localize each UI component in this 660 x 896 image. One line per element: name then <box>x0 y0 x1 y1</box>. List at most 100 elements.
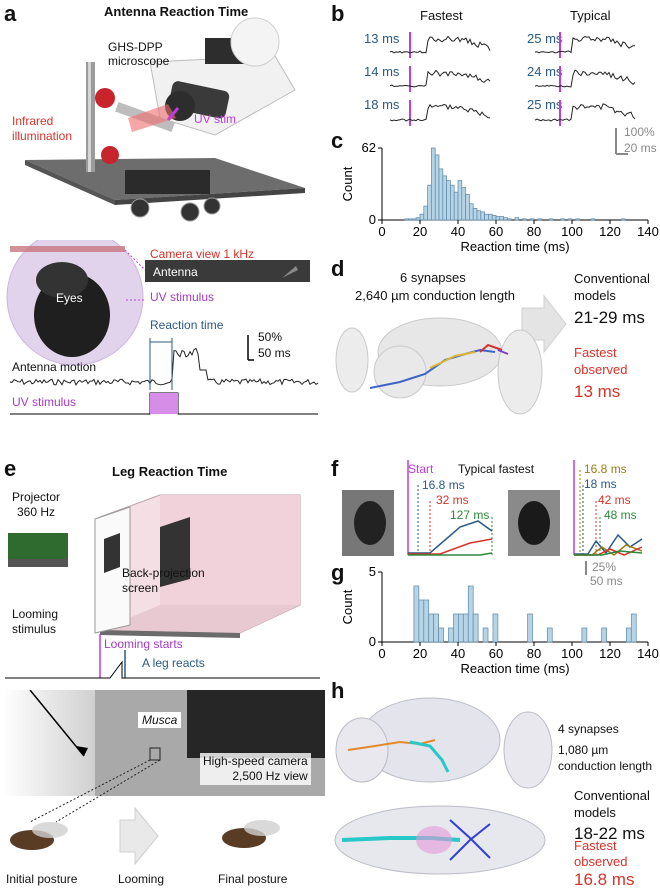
histogram-bar <box>423 205 428 221</box>
brain-d-illustration <box>335 294 567 415</box>
histogram-bar <box>458 613 464 643</box>
x-tick-label: 0 <box>378 224 385 239</box>
looming-trace <box>5 634 320 679</box>
histogram-bar <box>484 213 489 221</box>
infrared-label: Infrared illumination <box>12 114 73 143</box>
histogram-bar <box>412 218 417 221</box>
histogram-bar <box>438 627 444 643</box>
panel-h-label: h <box>331 678 345 703</box>
histogram-bar <box>438 168 444 221</box>
conventional-h: Conventional models <box>574 788 650 820</box>
synapses-h: 4 synapses <box>558 722 619 736</box>
histogram-bar <box>461 187 466 221</box>
leg-reacts-label: A leg reacts <box>142 656 205 670</box>
x-tick-label: 140 <box>637 224 659 239</box>
fastest-time-1: 14 ms <box>364 64 400 79</box>
histogram-bar <box>529 218 535 221</box>
histogram-bar <box>427 184 432 221</box>
histogram-bar <box>408 218 413 221</box>
panel-c-label: c <box>331 128 344 153</box>
histogram-bar <box>465 194 470 221</box>
histogram-bar <box>462 613 469 643</box>
fastest-time-2: 18 ms <box>364 97 400 112</box>
x-tick-label: 120 <box>599 646 621 661</box>
panel-f-label: f <box>331 456 339 481</box>
histogram-bar <box>621 218 626 221</box>
histogram-bar <box>453 613 459 643</box>
trace-line <box>534 69 636 88</box>
conventional-value-d: 21-29 ms <box>574 308 645 327</box>
y-axis-label: Count <box>340 589 355 624</box>
panel-e-title: Leg Reaction Time <box>112 464 228 479</box>
antenna-motion-label: Antenna motion <box>12 360 97 374</box>
eyes-label: Eyes <box>56 291 83 305</box>
scale-pct-f: 25% <box>592 560 617 574</box>
scale-pct-a: 50% <box>258 330 283 344</box>
histogram-bar <box>457 180 463 221</box>
x-tick-label: 80 <box>527 646 541 661</box>
panel-d-label: d <box>331 256 345 281</box>
histogram-bar <box>428 613 435 643</box>
camera-annotations <box>10 690 280 866</box>
histogram-bar <box>507 218 512 221</box>
antenna-trace <box>9 335 319 415</box>
trace-line <box>534 36 635 54</box>
typical-fastest-label: Typical fastest <box>458 462 535 476</box>
x-tick-label: 40 <box>451 224 465 239</box>
backproj-label: Back-projection screen <box>122 566 205 595</box>
trace-line <box>389 69 491 88</box>
y-tick-label: 5 <box>369 564 376 579</box>
histogram-bar <box>546 627 553 643</box>
x-tick-label: 60 <box>489 646 503 661</box>
y-tick-label: 0 <box>369 634 376 649</box>
histogram-bar <box>433 613 439 643</box>
panel-a-title: Antenna Reaction Time <box>104 4 249 19</box>
microscope-label: GHS-DPP microscope <box>108 40 170 68</box>
histogram-bar <box>431 147 436 221</box>
scale-bar-b <box>615 128 628 155</box>
f-left-time-1: 32 ms <box>436 493 469 507</box>
histogram-bar <box>548 218 554 221</box>
trace-line <box>389 35 491 54</box>
panel-b-traces <box>389 32 636 126</box>
histogram-bar <box>503 217 508 221</box>
panel-f-traces <box>342 460 643 575</box>
histogram-bar <box>522 218 527 221</box>
conventional-value-h: 18-22 ms <box>574 824 645 843</box>
reaction-time-label: Reaction time <box>150 318 224 332</box>
panel-e-label: e <box>4 456 17 481</box>
conduction-d: 2,640 µm conduction length <box>355 288 515 303</box>
uv-stimulus-trace-label: UV stimulus <box>12 395 77 409</box>
x-axis-label: Reaction time (ms) <box>460 661 569 676</box>
looming-starts-label: Looming starts <box>104 637 183 651</box>
fastest-value-d: 13 ms <box>574 382 621 401</box>
histogram-bar <box>419 213 425 221</box>
typical-time-0: 25 ms <box>527 31 563 46</box>
f-left-time-2: 127 ms <box>450 508 490 522</box>
histogram-bar <box>625 627 632 643</box>
fastest-heading: Fastest <box>420 8 463 23</box>
histogram-bar <box>446 180 451 221</box>
histogram-bar <box>472 208 478 221</box>
panel-b-label: b <box>331 1 345 26</box>
x-tick-label: 20 <box>413 224 427 239</box>
histogram-bar <box>434 154 440 221</box>
start-label: Start <box>408 462 434 476</box>
microscope-illustration <box>25 17 305 222</box>
histogram-bar <box>472 613 479 643</box>
histogram-bar <box>482 627 489 643</box>
scale-ms-b: 20 ms <box>624 141 657 155</box>
projector-label: Projector 360 Hz <box>12 490 61 519</box>
y-tick-label: 62 <box>362 140 376 155</box>
x-tick-label: 120 <box>599 224 621 239</box>
x-tick-label: 60 <box>489 224 503 239</box>
x-tick-label: 100 <box>561 646 583 661</box>
conduction-h: 1,080 µm conduction length <box>558 743 653 773</box>
histogram-bar <box>601 627 607 643</box>
fastest-d: Fastest observed <box>574 345 628 377</box>
looming-stimulus-label: Looming stimulus <box>12 607 59 636</box>
histogram-bar <box>450 184 455 221</box>
typical-time-2: 25 ms <box>527 97 563 112</box>
